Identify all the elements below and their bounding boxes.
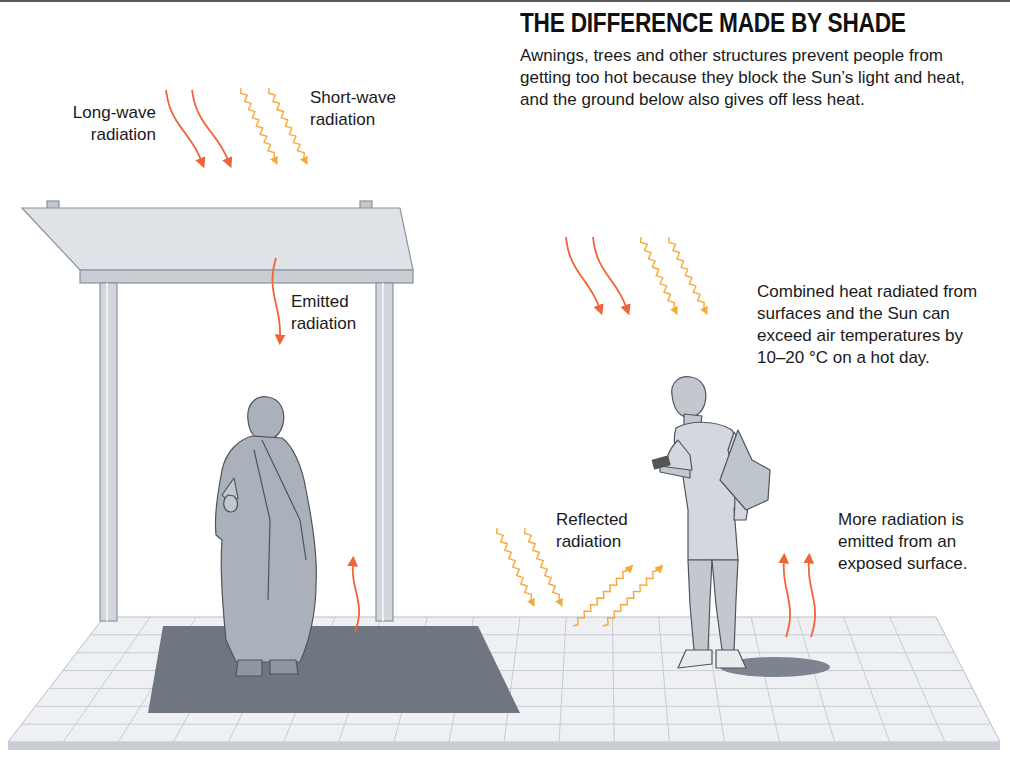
pavement bbox=[8, 617, 1000, 750]
radiation-label: Reflected radiation bbox=[556, 509, 656, 553]
short-wave-arrow bbox=[573, 567, 631, 626]
radiation-label: Emitted radiation bbox=[291, 291, 386, 335]
short-wave-arrow bbox=[669, 237, 706, 312]
note-text: More radiation is emitted from an expose… bbox=[838, 509, 998, 575]
diagram-title: THE DIFFERENCE MADE BY SHADE bbox=[520, 8, 906, 38]
long-wave-arrow bbox=[272, 258, 280, 341]
top-rule bbox=[0, 0, 1010, 2]
wave-label: Long-wave radiation bbox=[48, 102, 156, 146]
short-wave-arrow bbox=[269, 88, 306, 162]
wave-label: Short-wave radiation bbox=[310, 87, 420, 131]
long-wave-arrow bbox=[593, 237, 628, 311]
radiation-arrows bbox=[166, 88, 815, 637]
long-wave-arrow bbox=[192, 90, 230, 164]
caption-text: Awnings, trees and other structures prev… bbox=[520, 45, 970, 111]
short-wave-arrow bbox=[525, 528, 561, 604]
long-wave-arrow bbox=[353, 560, 359, 632]
person-in-sun bbox=[652, 377, 770, 668]
long-wave-arrow bbox=[784, 557, 790, 637]
long-wave-arrow bbox=[809, 557, 815, 637]
short-wave-arrow bbox=[497, 528, 533, 604]
shade-shelter bbox=[22, 201, 413, 621]
note-text: Combined heat radiated from surfaces and… bbox=[757, 281, 992, 369]
shade-patch bbox=[148, 626, 520, 713]
short-wave-arrow bbox=[603, 567, 661, 626]
short-wave-arrow bbox=[241, 88, 276, 162]
person-in-shade bbox=[215, 397, 316, 676]
long-wave-arrow bbox=[166, 90, 203, 164]
short-wave-arrow bbox=[641, 237, 676, 312]
